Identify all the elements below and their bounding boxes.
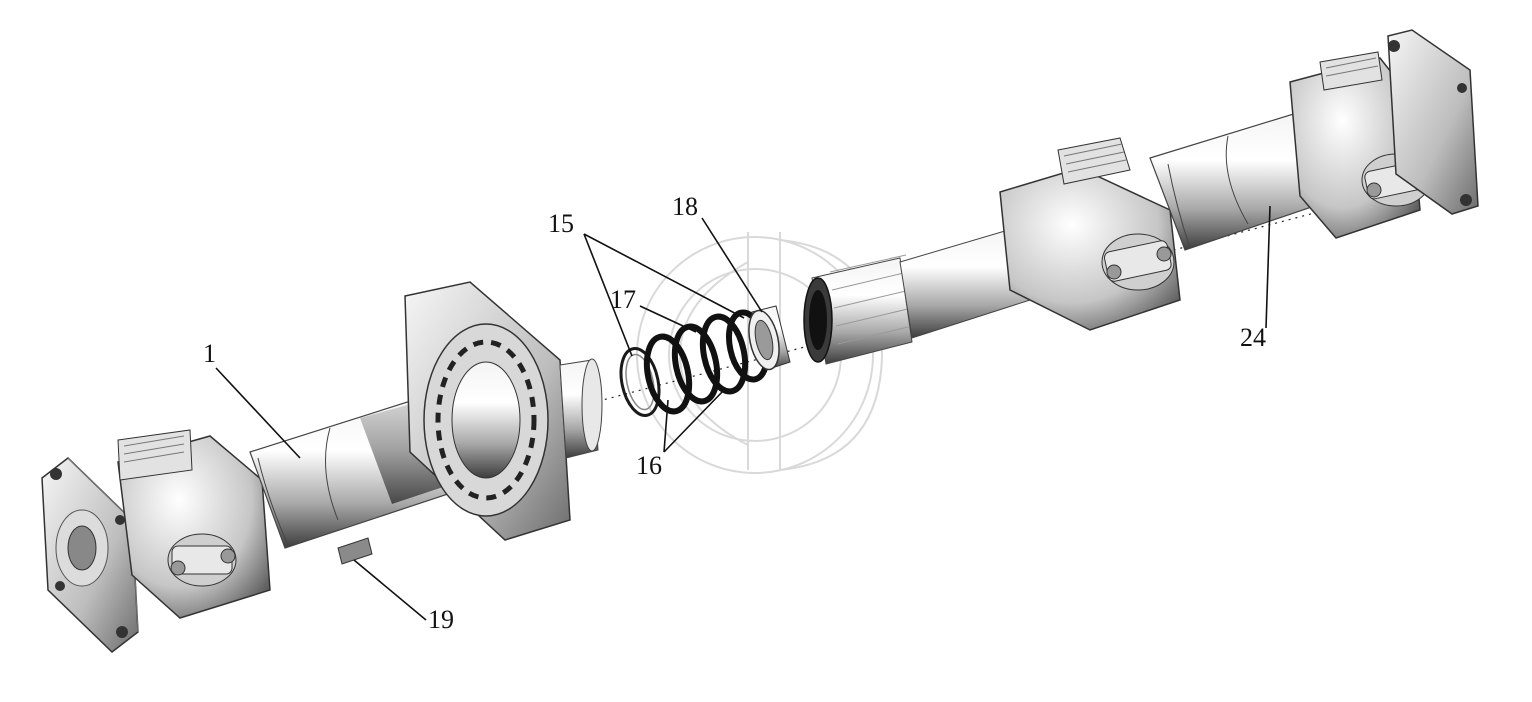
callout-label-1: 1 xyxy=(203,339,216,368)
callout-label-24: 24 xyxy=(1240,323,1266,352)
callout-15: 15 xyxy=(548,209,745,357)
callout-1: 1 xyxy=(203,339,301,459)
shaft-axis-line xyxy=(69,179,1441,541)
seal-rings-group xyxy=(619,305,791,417)
callout-label-19: 19 xyxy=(428,605,454,634)
item-19-plate xyxy=(337,537,373,565)
callout-18: 18 xyxy=(672,192,763,313)
right-shaft-assembly xyxy=(803,29,1479,365)
callout-16: 16 xyxy=(636,389,725,480)
callout-label-16: 16 xyxy=(636,451,662,480)
callout-17: 17 xyxy=(610,285,697,333)
callout-label-17: 17 xyxy=(610,285,636,314)
callout-24: 24 xyxy=(1240,205,1271,352)
callout-label-15: 15 xyxy=(548,209,574,238)
callout-label-18: 18 xyxy=(672,192,698,221)
left-shaft-assembly xyxy=(41,281,603,653)
callout-19: 19 xyxy=(353,559,454,634)
